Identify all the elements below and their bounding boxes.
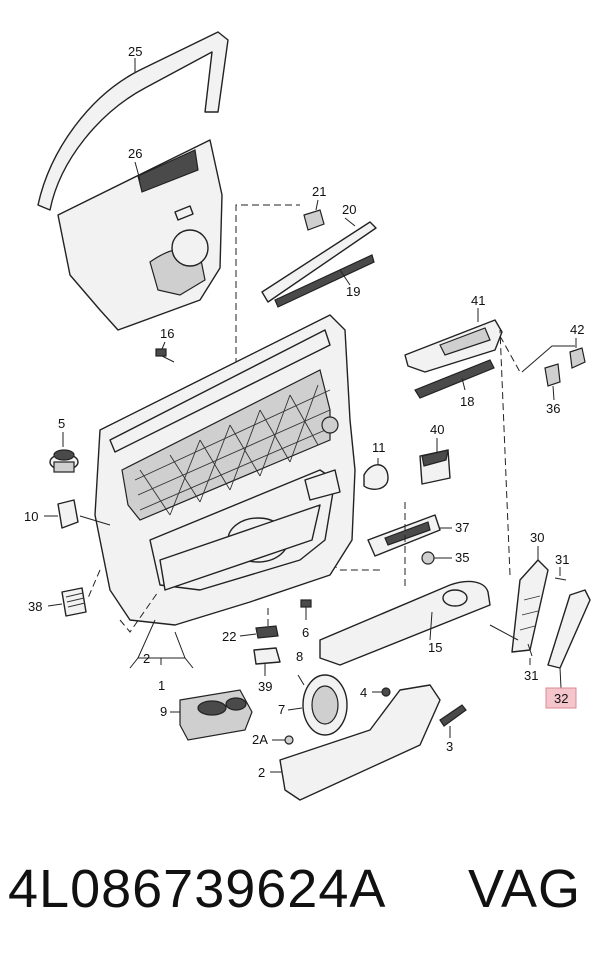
part-2-lower-trim-panel: [270, 684, 441, 801]
group-bracket: [129, 619, 194, 669]
callout-42: 42: [570, 322, 584, 337]
callout-22: 22: [222, 629, 236, 644]
callout-7: 7: [278, 702, 285, 717]
part-37-switch-panel: [367, 514, 452, 557]
callout-10: 10: [24, 509, 38, 524]
part-10-cover-cap: [44, 499, 111, 529]
callout-1: 1: [158, 678, 165, 693]
highlighted-callout-box: [546, 688, 576, 708]
part-2a-clip: [272, 735, 294, 745]
callout-16: 16: [160, 326, 174, 341]
callout-19: 19: [346, 284, 360, 299]
callout-39: 39: [258, 679, 272, 694]
brand-label: VAG: [468, 859, 582, 919]
callout-40: 40: [430, 422, 444, 437]
callout-9: 9: [160, 704, 167, 719]
part-36-trim-piece: [521, 345, 575, 401]
part-4-rivet: [372, 687, 391, 697]
part-22-clip: [239, 625, 279, 639]
callout-2: 2: [258, 765, 265, 780]
callout-20: 20: [342, 202, 356, 217]
callout-6: 6: [302, 625, 309, 640]
part-7-speaker: [287, 674, 348, 736]
callout-36: 36: [546, 401, 560, 416]
part-21-clip: [303, 199, 325, 231]
part-3-cover-strip: [439, 704, 467, 738]
part-9-storage-insert: [170, 689, 253, 741]
callout-31-upper: 31: [555, 552, 569, 567]
part-11-cap: [363, 458, 389, 490]
callout-5: 5: [58, 416, 65, 431]
quilt-pattern: [134, 384, 331, 516]
part-20-window-sill-trim: [261, 217, 377, 303]
callout-35: 35: [455, 550, 469, 565]
callout-21: 21: [312, 184, 326, 199]
part-16-screw: [155, 341, 175, 363]
part-6-screw: [300, 599, 312, 620]
callout-26: 26: [128, 146, 142, 161]
part-25-window-frame-trim: [37, 31, 229, 211]
callout-11: 11: [372, 440, 386, 455]
part-26-insulation-sheet: [57, 139, 223, 331]
part-31-screw-upper: [554, 567, 567, 581]
callout-2a: 2A: [252, 732, 268, 747]
part-35-clip: [421, 551, 452, 565]
callout-32: 32: [554, 691, 568, 706]
highlighted-callout-border: [545, 687, 577, 709]
callout-2-group: 2: [143, 651, 150, 666]
part-15-armrest: [319, 580, 491, 666]
part-19-sill-seal: [274, 254, 375, 308]
part-8-screw: [297, 674, 305, 686]
callout-18: 18: [460, 394, 474, 409]
part-41-door-handle-housing: [404, 308, 503, 373]
callout-3: 3: [446, 739, 453, 754]
part-number: 4L086739624A: [8, 859, 387, 919]
callout-25: 25: [128, 44, 142, 59]
part-32-grab-handle-cover: [547, 589, 591, 689]
callout-38: 38: [28, 599, 42, 614]
callout-15: 15: [428, 640, 442, 655]
footer: 4L086739624A VAG: [0, 852, 600, 932]
part-40-switch-module: [419, 438, 451, 485]
callout-37: 37: [455, 520, 469, 535]
part-39-bracket: [253, 608, 281, 676]
callout-4: 4: [360, 685, 367, 700]
part-31-screw-lower: [527, 643, 533, 665]
callout-41: 41: [471, 293, 485, 308]
part-30-grab-handle-carrier: [499, 329, 549, 653]
part-1-door-trim-panel: [94, 314, 356, 626]
part-5-expanding-clip: [49, 432, 79, 473]
part-38-speaker-grille-small: [47, 569, 159, 633]
callout-31-lower: 31: [524, 668, 538, 683]
part-18-handle-trim-strip: [414, 359, 495, 399]
callout-8: 8: [296, 649, 303, 664]
part-42-trim-cap: [569, 338, 586, 369]
callout-30: 30: [530, 530, 544, 545]
